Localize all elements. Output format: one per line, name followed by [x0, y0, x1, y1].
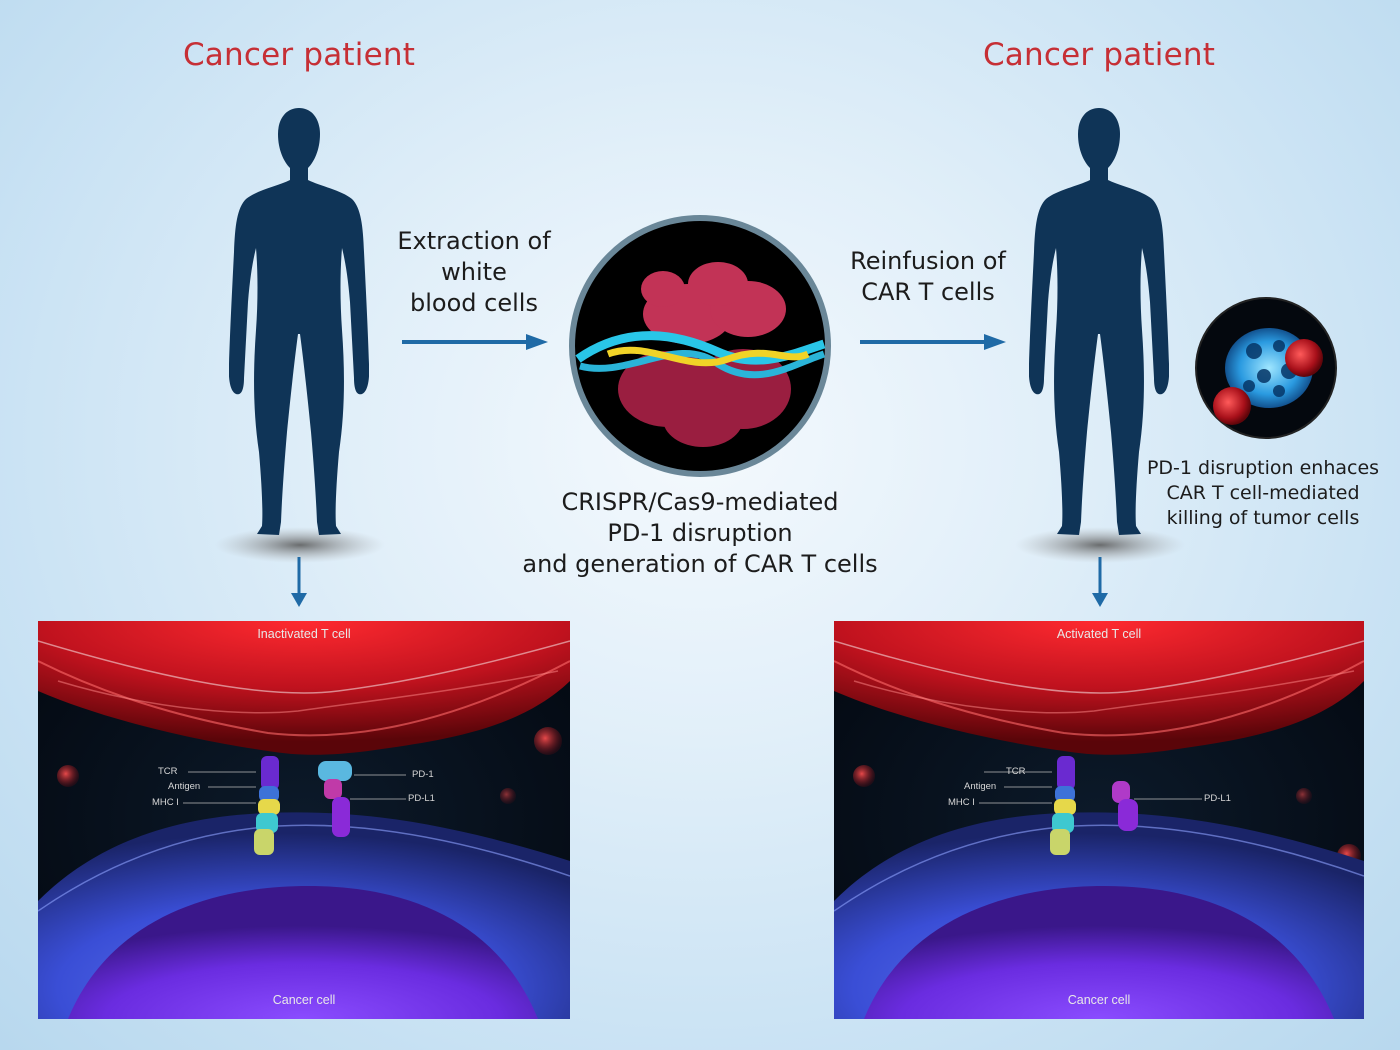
title-right: Cancer patient [982, 37, 1216, 73]
label-inactivated-tcell: Inactivated T cell [257, 627, 351, 641]
label-antigen-left: Antigen [168, 781, 201, 792]
human-silhouette-left [229, 102, 369, 542]
label-pd1-left: PD-1 [412, 769, 434, 780]
label-activated-tcell: Activated T cell [1056, 627, 1142, 641]
caption-extraction: Extraction of white blood cells [397, 227, 551, 317]
floor-shadow-right [1015, 525, 1185, 565]
label-antigen-right: Antigen [964, 781, 997, 792]
arrow-down-left [289, 557, 309, 609]
label-mhc-left: MHC I [152, 797, 179, 808]
caption-enhance: PD-1 disruption enhaces CAR T cell-media… [1146, 457, 1380, 529]
caption-reinfusion: Reinfusion of CAR T cells [850, 247, 1006, 306]
arrow-extraction [400, 332, 550, 352]
panel-inactivated-tcell: Inactivated T cell Cancer cell TCR Antig… [38, 621, 570, 1019]
floor-shadow-left [215, 525, 385, 565]
label-tcr-left: TCR [158, 766, 178, 777]
title-left: Cancer patient [182, 37, 416, 73]
panel-activated-tcell: Activated T cell Cancer cell TCR Antigen… [834, 621, 1364, 1019]
tumor-killing-circle [1194, 296, 1338, 440]
caption-crispr: CRISPR/Cas9-mediated PD-1 disruption and… [522, 488, 878, 578]
label-pdl1-left: PD-L1 [408, 793, 435, 804]
label-tcr-right: TCR [1006, 766, 1026, 777]
label-mhc-right: MHC I [948, 797, 975, 808]
label-cancer-cell-left: Cancer cell [272, 993, 336, 1007]
arrow-down-right [1090, 557, 1110, 609]
label-cancer-cell-right: Cancer cell [1067, 993, 1131, 1007]
arrow-reinfusion [858, 332, 1008, 352]
label-pdl1-right: PD-L1 [1204, 793, 1231, 804]
crispr-cas9-circle [568, 214, 832, 478]
